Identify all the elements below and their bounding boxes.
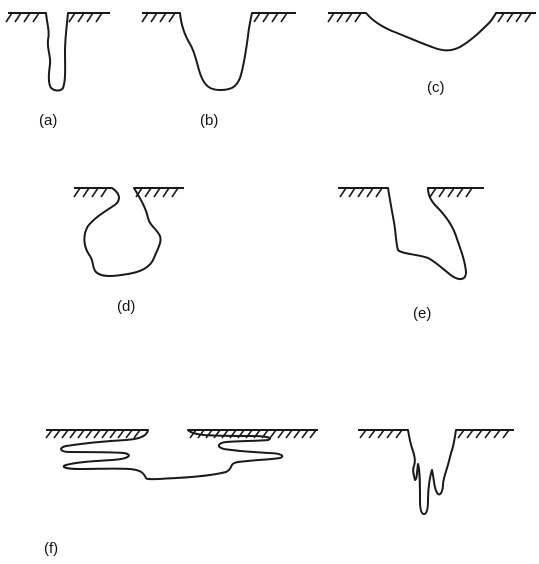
panel-b-label: (b) <box>200 112 218 129</box>
panel-d-surface-right <box>134 188 184 197</box>
panel-f-vertical-grain-pit <box>358 430 514 514</box>
panel-e-surface-left <box>338 188 388 197</box>
panel-f-label: (f) <box>44 540 58 557</box>
panel-f-right-surface-left <box>358 430 408 438</box>
panel-c-surface-right <box>496 13 536 22</box>
panel-a-narrow-deep-pit: (a) <box>6 13 110 129</box>
panel-a-label: (a) <box>39 112 57 129</box>
panel-e-surface-right <box>428 188 484 197</box>
panel-f-left-surface-left <box>46 430 148 438</box>
panel-d-pit-outline <box>84 188 160 276</box>
panel-c-surface-left <box>328 13 366 22</box>
panel-d-subsurface-pit: (d) <box>74 188 184 315</box>
panel-e-inclined-pit: (e) <box>338 188 484 322</box>
panel-e-label: (e) <box>413 305 431 322</box>
panel-a-surface-left <box>6 13 46 22</box>
panel-d-label: (d) <box>117 298 135 315</box>
panel-a-surface-right <box>68 13 110 22</box>
panel-f-right-pit-outline <box>408 430 456 514</box>
panel-d-surface-left <box>74 188 112 197</box>
panel-b-surface-right <box>252 13 296 22</box>
panel-a-pit-outline <box>46 13 68 90</box>
panel-f-horizontal-layered-pit <box>46 430 318 479</box>
panel-c-pit-outline <box>366 13 496 50</box>
panel-e-pit-outline <box>388 188 466 279</box>
panel-c-label: (c) <box>427 79 445 96</box>
panel-b-pit-outline <box>180 13 252 90</box>
panel-b-wide-deep-pit: (b) <box>142 13 296 129</box>
panel-b-surface-left <box>142 13 180 22</box>
panel-c-wide-shallow-pit: (c) <box>328 13 536 96</box>
panel-f-right-surface-right <box>456 430 514 438</box>
